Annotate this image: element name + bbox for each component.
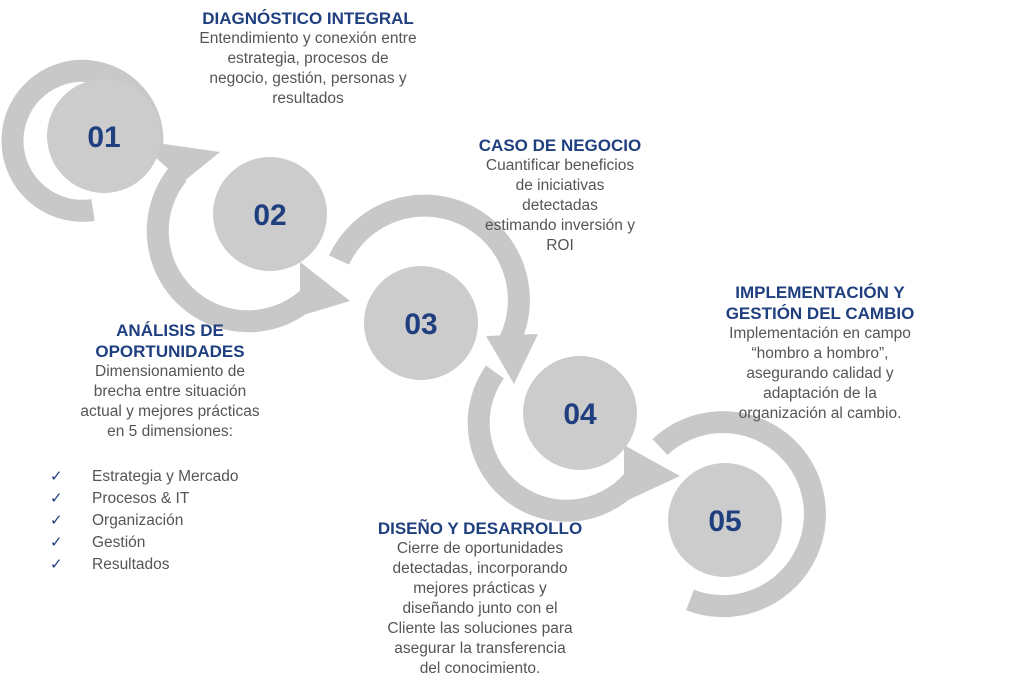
step-title-02: ANÁLISIS DE OPORTUNIDADES — [95, 321, 245, 361]
step-text-04: DISEÑO Y DESARROLLO Cierre de oportunida… — [345, 518, 615, 679]
checklist-item-label: Procesos & IT — [92, 490, 190, 507]
step-description-05: Implementación en campo “hombro a hombro… — [729, 325, 911, 422]
cycle-arrow-04 — [467, 365, 680, 522]
checkmark-icon: ✓ — [50, 534, 63, 551]
checklist-item-label: Resultados — [92, 556, 170, 573]
cycle-arrow-05 — [652, 411, 826, 618]
checkmark-icon: ✓ — [50, 556, 63, 573]
step-text-02: ANÁLISIS DE OPORTUNIDADES Dimensionamien… — [40, 320, 300, 442]
step-title-04: DISEÑO Y DESARROLLO — [377, 519, 583, 538]
checklist-item-label: Gestión — [92, 534, 146, 551]
checklist-item: ✓ Estrategia y Mercado — [50, 466, 238, 488]
checklist-item: ✓ Organización — [50, 510, 238, 532]
step-circle-04: 04 — [523, 356, 637, 470]
dimensions-checklist: ✓ Estrategia y Mercado ✓ Procesos & IT ✓ Or… — [50, 466, 238, 576]
step-number-02: 02 — [253, 199, 286, 232]
checklist-item: ✓ Gestión — [50, 532, 238, 554]
checklist-item-label: Organización — [92, 512, 184, 529]
step-circle-03: 03 — [364, 266, 478, 380]
step-text-01: DIAGNÓSTICO INTEGRAL Entendimiento y con… — [148, 8, 468, 109]
step-title-03: CASO DE NEGOCIO — [478, 136, 642, 155]
checkmark-icon: ✓ — [50, 468, 63, 485]
step-description-02: Dimensionamiento de brecha entre situaci… — [80, 363, 260, 440]
step-title-01: DIAGNÓSTICO INTEGRAL — [202, 9, 414, 28]
cycle-arrow-03 — [329, 194, 538, 384]
step-number-05: 05 — [708, 505, 741, 538]
checklist-item: ✓ Procesos & IT — [50, 488, 238, 510]
step-circle-02: 02 — [213, 157, 327, 271]
checklist-item: ✓ Resultados — [50, 554, 238, 576]
checkmark-icon: ✓ — [50, 512, 63, 529]
cycle-arrow-02 — [146, 167, 350, 333]
step-description-03: Cuantificar beneficios de iniciativas de… — [485, 157, 635, 254]
step-description-04: Cierre de oportunidades detectadas, inco… — [387, 540, 573, 677]
step-number-03: 03 — [404, 308, 437, 341]
step-description-01: Entendimiento y conexión entre estrategi… — [199, 30, 417, 107]
step-text-05: IMPLEMENTACIÓN Y GESTIÓN DEL CAMBIO Impl… — [690, 282, 950, 424]
step-title-05: IMPLEMENTACIÓN Y GESTIÓN DEL CAMBIO — [725, 283, 915, 323]
step-circle-05: 05 — [668, 463, 782, 577]
checklist-item-label: Estrategia y Mercado — [92, 468, 239, 485]
step-text-03: CASO DE NEGOCIO Cuantificar beneficios d… — [450, 135, 670, 256]
checkmark-icon: ✓ — [50, 490, 63, 507]
step-number-01: 01 — [87, 121, 120, 154]
step-number-04: 04 — [563, 398, 597, 431]
step-circle-01: 01 — [47, 79, 161, 193]
